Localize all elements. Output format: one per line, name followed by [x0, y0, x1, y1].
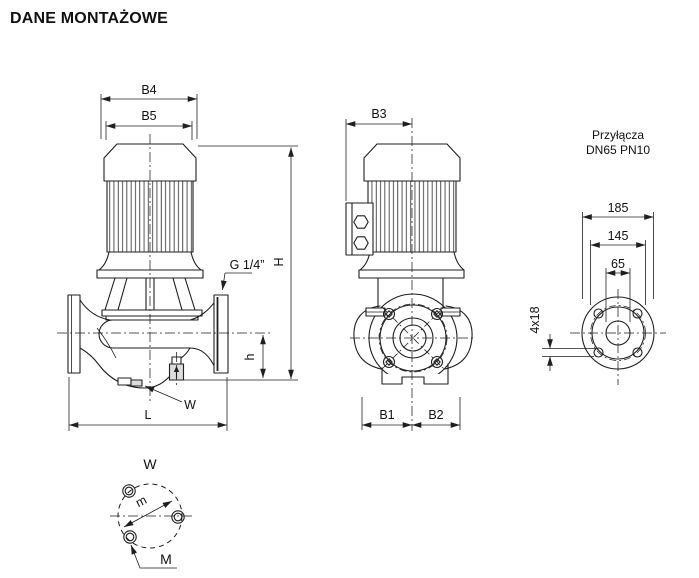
dim-label-h: h [243, 353, 257, 360]
bolt-hole [593, 308, 604, 319]
dim-label-b5: B5 [141, 109, 156, 123]
detail-w-view: W m M [110, 456, 192, 569]
gauge-port [171, 510, 185, 524]
dimension-145: 145 [590, 229, 646, 305]
callout-g-quarter: G 1/4” [220, 258, 265, 291]
dim-label-b2: B2 [428, 408, 443, 422]
dim-label-145: 145 [608, 229, 629, 243]
bolt-hole [632, 308, 643, 319]
flange-heading-line2: DN65 PN10 [586, 143, 650, 157]
dim-label-185: 185 [608, 201, 629, 215]
flange-view: Przyłącza DN65 PN10 185 145 65 [528, 128, 666, 385]
motor-cap [103, 143, 197, 182]
flange-heading-line1: Przyłącza [592, 128, 644, 142]
dimension-b4: B4 [100, 83, 198, 139]
page-title: DANE MONTAŻOWE [10, 9, 168, 27]
callout-w: W [144, 385, 196, 412]
dim-label-H: H [272, 257, 286, 266]
dimension-b1-b2: B1 B2 [361, 397, 461, 430]
dim-label-b4: B4 [141, 83, 156, 97]
dim-label-b3: B3 [371, 107, 386, 121]
discharge-flange [213, 294, 229, 374]
dimension-b3: B3 [345, 107, 412, 201]
flange-face [570, 289, 666, 385]
suction-flange [67, 294, 81, 374]
lantern-legs [104, 277, 196, 311]
dimension-L: L [68, 377, 228, 431]
label-g-quarter: G 1/4” [230, 258, 265, 272]
drain-boss [117, 377, 143, 387]
dimension-b5: B5 [105, 109, 193, 140]
bolt-hole [593, 347, 604, 358]
drain-plug [168, 352, 185, 386]
dimension-m: m [123, 493, 173, 528]
label-M: M [160, 551, 172, 567]
callout-M: M [130, 544, 177, 569]
gauge-port [122, 484, 136, 498]
dimension-65: 65 [605, 257, 631, 322]
seal-plate [101, 309, 203, 317]
flange-pad [365, 307, 386, 317]
dim-label-b1: B1 [379, 408, 394, 422]
volute-end-view [353, 277, 473, 388]
dim-label-65: 65 [611, 257, 625, 271]
terminal-box [345, 202, 374, 256]
seal-plate-lower [105, 315, 199, 321]
motor-flange-plate-side [358, 269, 465, 279]
bolt-hole [632, 347, 643, 358]
flange-pad [440, 307, 461, 317]
gauge-port [123, 530, 137, 544]
dimension-4x18: 4x18 [528, 306, 596, 371]
detail-w-title: W [143, 456, 157, 472]
label-w-ref: W [184, 398, 196, 412]
dim-label-L: L [145, 408, 152, 422]
dim-label-m: m [133, 493, 149, 510]
dimension-H: H [170, 145, 298, 381]
front-view: B4 B5 H h L G 1/4” W [57, 83, 298, 431]
dimension-185: 185 [582, 201, 654, 299]
side-view: B3 B1 B2 [345, 107, 476, 431]
dim-label-4x18: 4x18 [528, 306, 542, 333]
dimension-h: h [243, 335, 266, 378]
